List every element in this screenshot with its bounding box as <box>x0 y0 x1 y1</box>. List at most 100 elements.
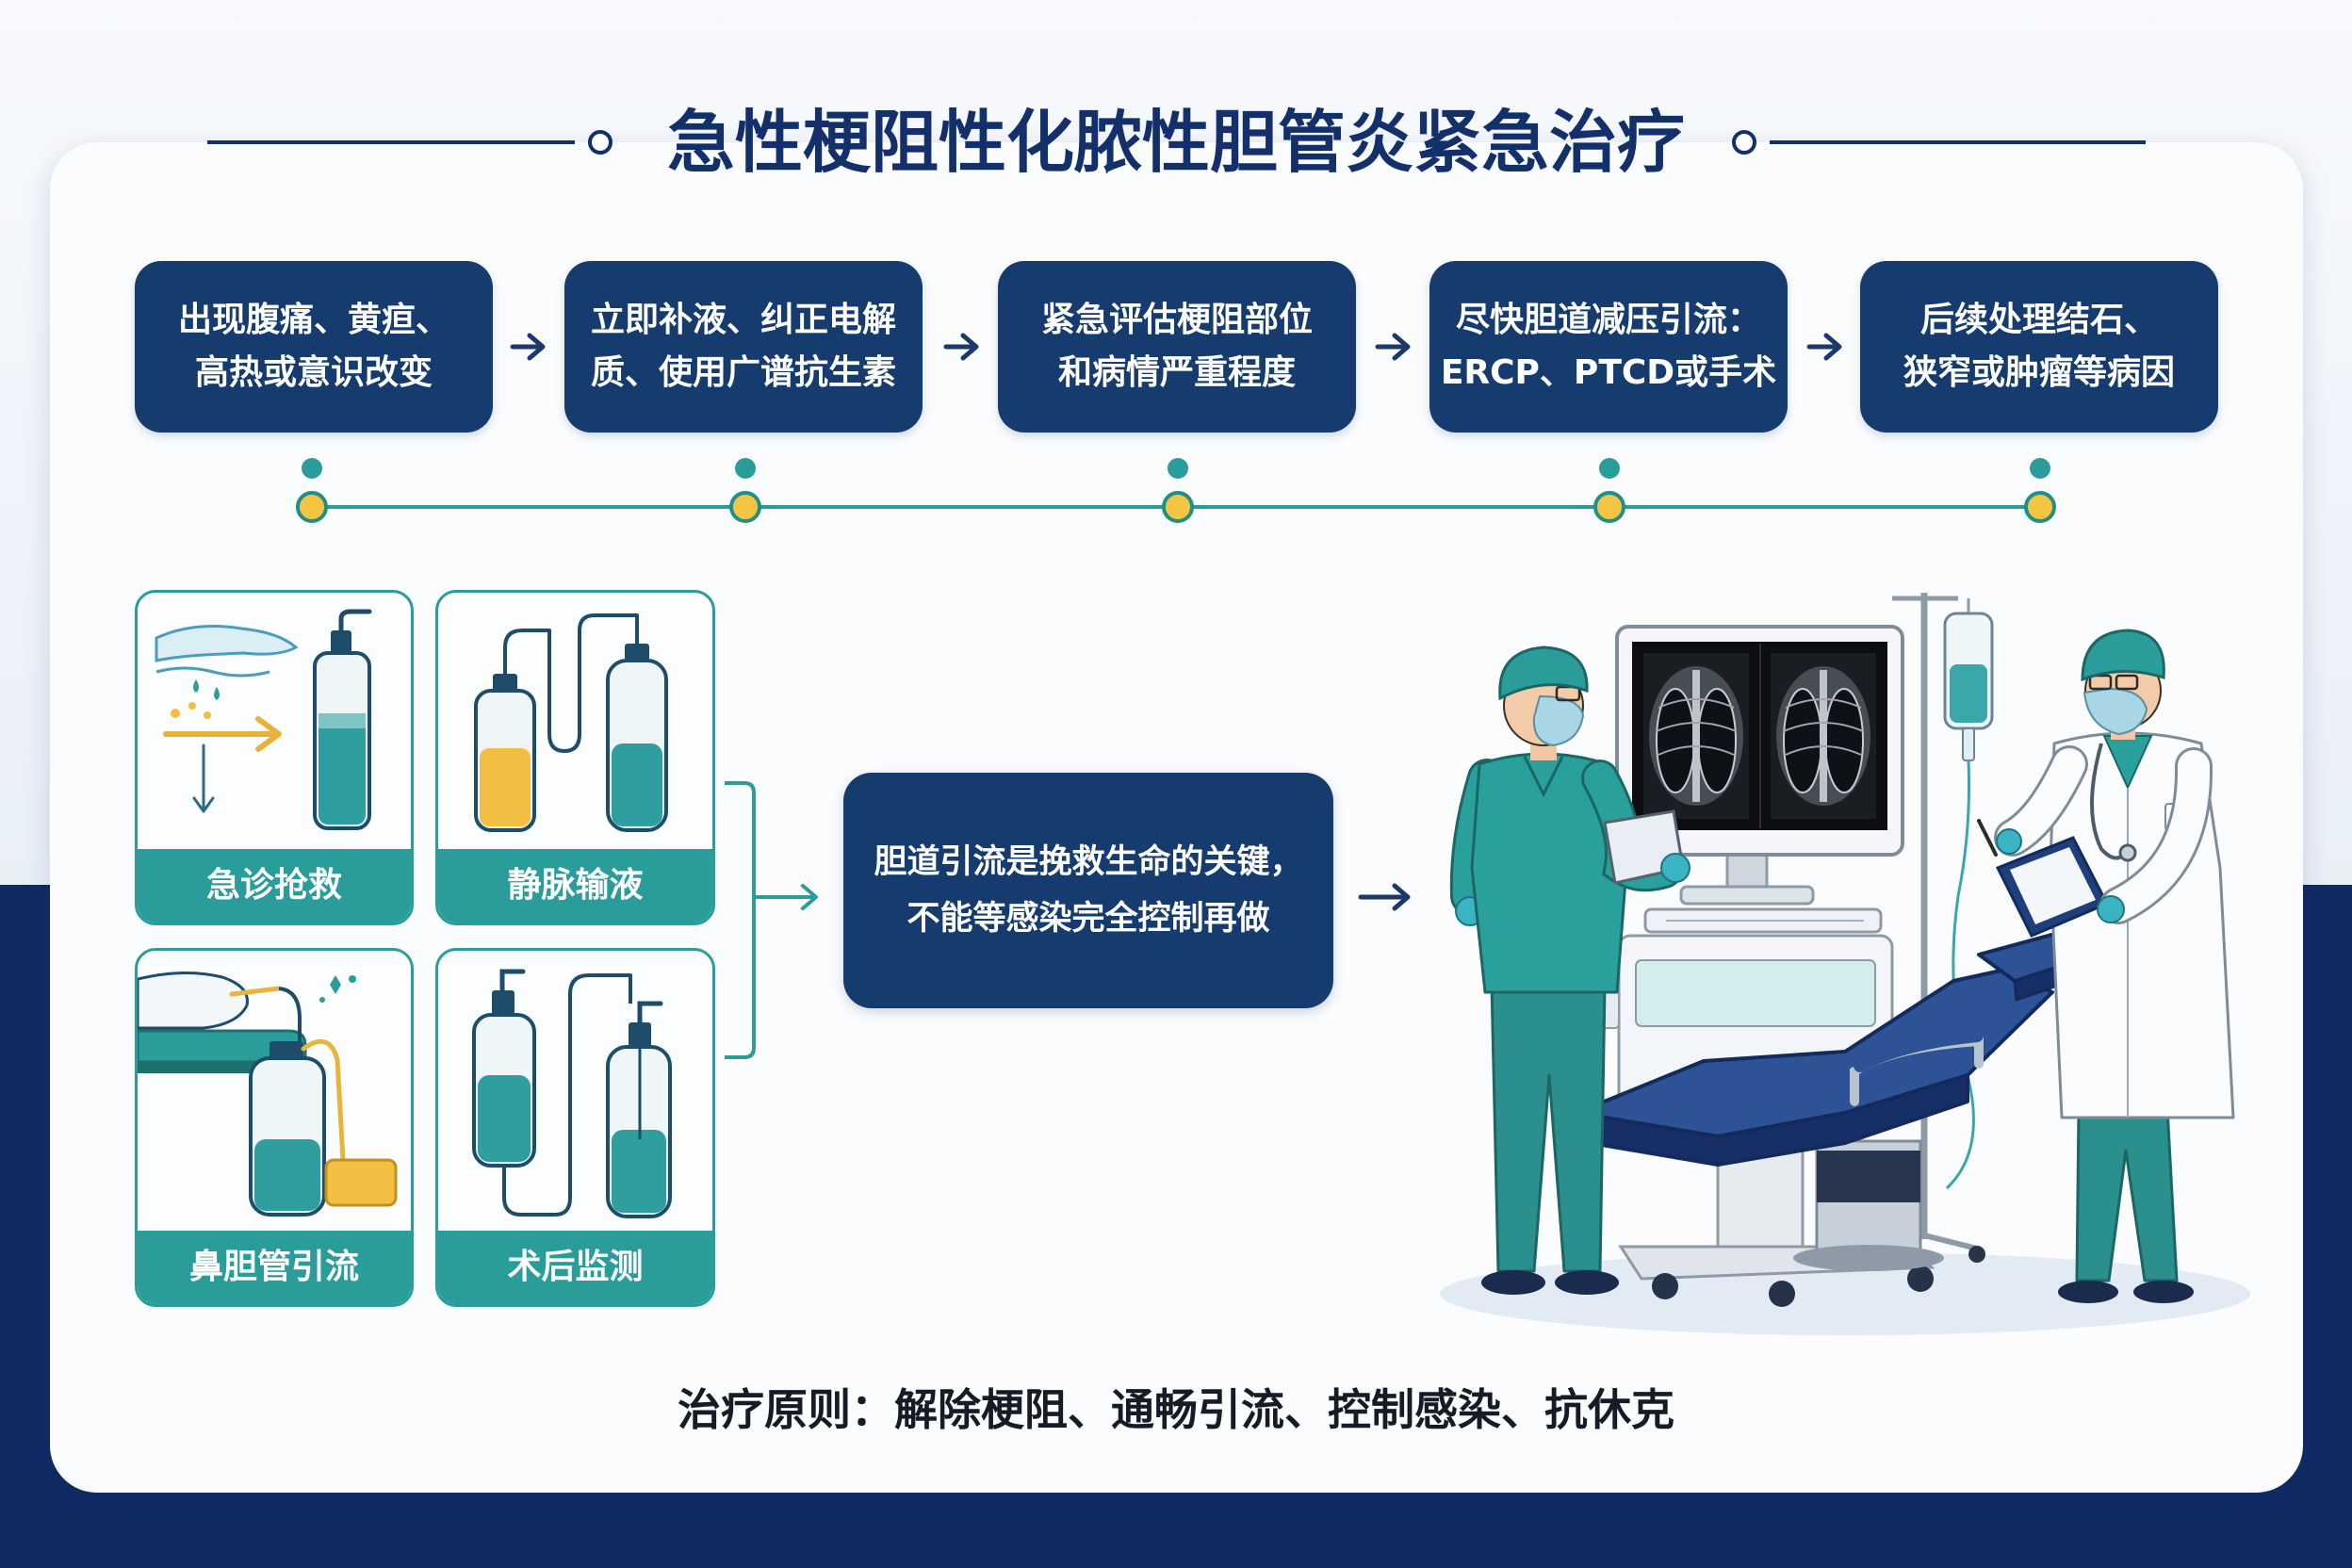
step-3-line-2: 和病情严重程度 <box>1057 353 1296 392</box>
spray-bottle <box>313 609 372 830</box>
title-dot-left <box>588 130 612 155</box>
iv-bag <box>1943 598 1994 1190</box>
yellow-dot <box>204 711 211 719</box>
collection-cup <box>324 1158 398 1207</box>
step-3-line-1: 紧急评估梗阻部位 <box>1040 301 1313 339</box>
nasobiliary-drainage-illustration <box>138 972 398 1217</box>
face-mask <box>1532 694 1585 747</box>
bile-tube <box>301 1038 346 1163</box>
timeline-dot <box>302 458 322 479</box>
shoe <box>1481 1270 1545 1295</box>
shoe <box>2133 1281 2194 1303</box>
timeline-dot <box>2030 458 2050 479</box>
key-message-line-1: 胆道引流是挽救生命的关键， <box>874 843 1303 881</box>
shoe <box>1555 1270 1619 1295</box>
arrow-right-icon <box>1806 333 1842 361</box>
card-label: 急诊抢救 <box>138 849 411 923</box>
glove <box>2097 895 2125 923</box>
timeline-node <box>2024 491 2056 523</box>
drain-tube <box>278 987 302 1045</box>
timeline-node <box>729 491 761 523</box>
step-box-1: 出现腹痛、黄疸、 高热或意识改变 <box>135 261 493 433</box>
treatment-principle: 治疗原则：解除梗阻、通畅引流、控制感染、抗休克 <box>678 1384 1674 1435</box>
arrow-right-icon <box>163 716 282 752</box>
card-emergency-rescue: 急诊抢救 <box>135 590 414 925</box>
card-label: 鼻胆管引流 <box>138 1231 411 1304</box>
step-box-2: 立即补液、纠正电解 质、使用广谱抗生素 <box>564 261 923 433</box>
step-arrows <box>510 333 1842 361</box>
chest-xray-right <box>1771 653 1876 819</box>
shoe <box>2058 1281 2118 1303</box>
chest-xray-left <box>1643 653 1749 819</box>
bracket-line <box>725 781 756 1059</box>
arrow-right-icon <box>943 333 979 361</box>
bottle-yellow <box>474 674 536 832</box>
arrow-right-icon <box>1358 883 1411 911</box>
pen <box>1977 819 1998 857</box>
page-title: 急性梗阻性化脓性胆管炎紧急治疗 <box>666 103 1685 182</box>
step-box-4: 尽快胆道减压引流： ERCP、PTCD或手术 <box>1429 261 1788 433</box>
arrow-right-icon <box>1375 333 1411 361</box>
timeline-node <box>1162 491 1194 523</box>
hand-shape <box>155 625 299 662</box>
face-mask <box>2082 687 2148 736</box>
glasses <box>2088 674 2113 691</box>
timeline-dot <box>1168 458 1188 479</box>
pump-bottle-right <box>606 1001 672 1218</box>
connecting-tube <box>503 613 639 753</box>
connecting-tube <box>502 973 632 1217</box>
title-decoration <box>207 130 2146 155</box>
arrow-right-icon <box>752 884 818 910</box>
nasal-tube <box>229 986 282 997</box>
step-2-line-1: 立即补液、纠正电解 <box>590 301 896 339</box>
arrow-right-icon <box>510 333 546 361</box>
step-box-3: 紧急评估梗阻部位 和病情严重程度 <box>998 261 1356 433</box>
arrow-down-icon <box>192 743 215 813</box>
yellow-dot <box>188 702 196 710</box>
step-5-line-2: 狭窄或肿瘤等病因 <box>1903 353 2175 392</box>
step-4-line-1: 尽快胆道减压引流： <box>1455 301 1761 339</box>
card-nasobiliary-drainage: 鼻胆管引流 <box>135 948 414 1307</box>
sparkle-dot <box>319 997 325 1003</box>
drop-icon <box>214 687 220 700</box>
yellow-dot <box>171 709 180 718</box>
pump-bottle-left <box>472 969 536 1168</box>
timeline-node <box>1593 491 1625 523</box>
sparkle-dot <box>349 975 356 983</box>
patient-face <box>138 972 249 1030</box>
step-4-line-2: ERCP、PTCD或手术 <box>1440 353 1777 392</box>
cart-wheel <box>1769 1281 1795 1307</box>
step-5-line-1: 后续处理结石、 <box>1919 301 2158 339</box>
step-1-line-2: 高热或意识改变 <box>194 353 433 392</box>
cart-wheel <box>1652 1273 1678 1299</box>
step-1-line-1: 出现腹痛、黄疸、 <box>177 301 449 339</box>
bracket-connector <box>725 781 818 1059</box>
doctor-scrubs <box>1449 645 1690 1295</box>
stethoscope <box>2090 743 2130 860</box>
glove <box>1660 853 1690 883</box>
card-label: 术后监测 <box>438 1231 712 1304</box>
timeline-dot <box>1599 458 1620 479</box>
timeline <box>296 458 2056 523</box>
key-message-line-2: 不能等感染完全控制再做 <box>906 900 1270 938</box>
bottle-teal <box>606 644 668 832</box>
timeline-node <box>296 491 328 523</box>
title-dot-right <box>1732 130 1756 155</box>
cart-wheel <box>1907 1266 1934 1292</box>
sparkle-icon <box>330 975 341 994</box>
glove <box>1996 828 2022 855</box>
step-box-5: 后续处理结石、 狭窄或肿瘤等病因 <box>1860 261 2218 433</box>
step-2-line-2: 质、使用广谱抗生素 <box>590 353 896 392</box>
timeline-dot <box>735 458 756 479</box>
drainage-bottle <box>249 1041 326 1217</box>
doctor-white-coat <box>1977 629 2235 1303</box>
key-message-box: 胆道引流是挽救生命的关键， 不能等感染完全控制再做 <box>843 773 1333 1008</box>
card-iv-infusion: 静脉输液 <box>435 590 715 925</box>
emergency-rescue-illustration <box>155 609 372 830</box>
card-label: 静脉输液 <box>438 849 712 923</box>
wave-line <box>155 666 270 678</box>
iv-infusion-illustration <box>474 613 668 832</box>
surgical-cap <box>1498 645 1589 701</box>
xray-monitor <box>1615 625 1904 857</box>
postoperative-monitoring-illustration <box>472 969 672 1218</box>
